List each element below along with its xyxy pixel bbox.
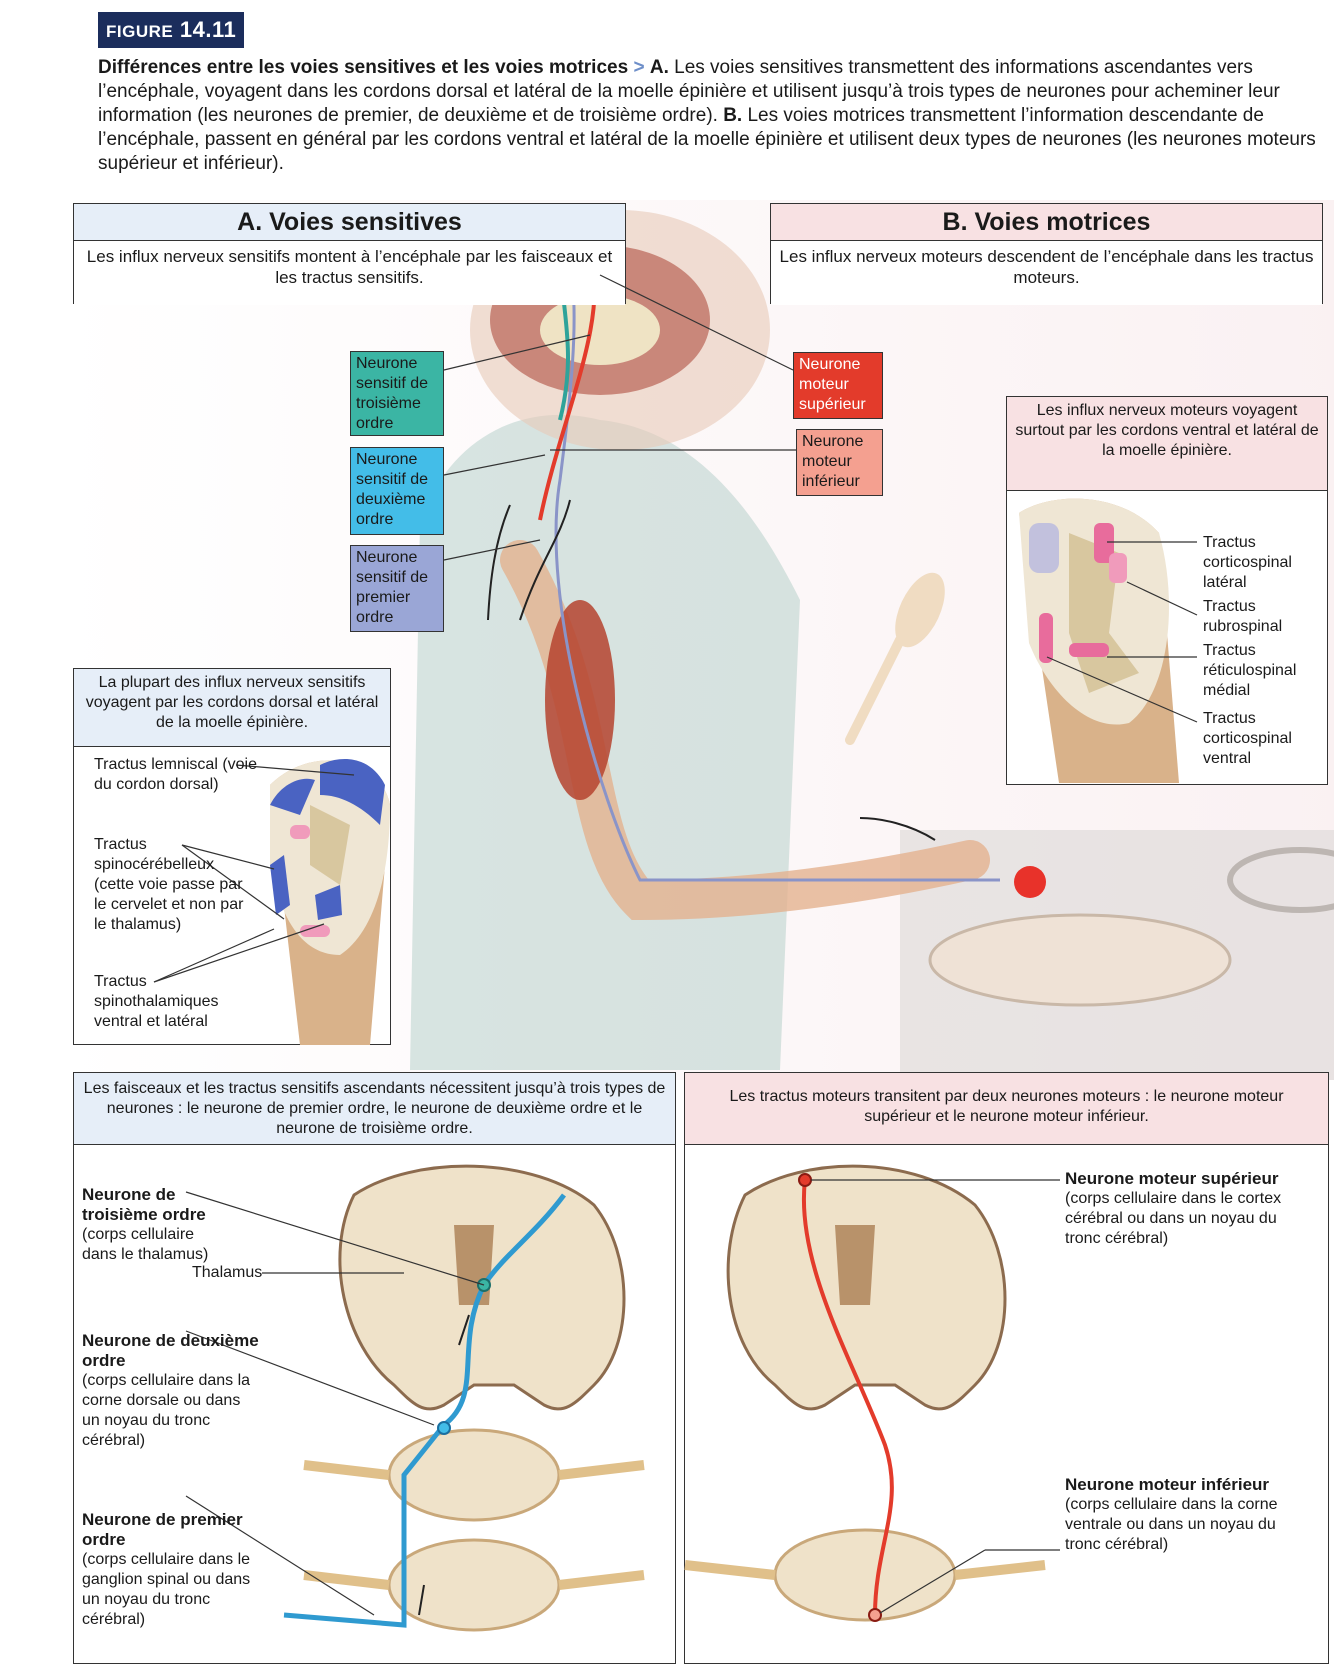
sensory-cord-note: La plupart des influx nerveux sensitifs …: [74, 669, 390, 747]
second-order-detail: (corps cellulaire dans la corne dorsale …: [82, 1372, 251, 1449]
thalamus-label: Thalamus: [192, 1264, 263, 1281]
sensory-pathway-illustration: [185, 1164, 645, 1632]
spinal-cord-lower-icon: [387, 1538, 561, 1632]
upper-motor-title: Neurone moteur supérieur: [1065, 1169, 1279, 1188]
caption-a-text: Les voies sensitives transmettent des in…: [98, 57, 1280, 126]
sensory-pathway-note: Les faisceaux et les tractus sensitifs a…: [74, 1073, 675, 1145]
sensory-second-order-label: Neurone de deuxième ordre (corps cellula…: [82, 1331, 262, 1451]
motor-pathway-illustration: [684, 1164, 1060, 1622]
spinal-cord-upper-icon: [387, 1428, 561, 1522]
second-order-title: Neurone de deuxième ordre: [82, 1331, 259, 1370]
sensory-third-order-label: Neurone de troisième ordre (corps cellul…: [82, 1185, 232, 1265]
lower-motor-title: Neurone moteur inférieur: [1065, 1475, 1270, 1494]
motor-spinal-cord-icon: [773, 1528, 957, 1622]
sensory-subtitle: Les influx nerveux sensitifs montent à l…: [74, 241, 625, 305]
sensory-cord-panel: La plupart des influx nerveux sensitifs …: [73, 668, 391, 1045]
motor-pathway-panel: Les tractus moteurs transitent par deux …: [684, 1072, 1329, 1664]
pan-icon: [928, 913, 1232, 1007]
third-order-title: Neurone de troisième ordre: [82, 1185, 206, 1224]
figure-badge: FIGURE 14.11: [98, 12, 245, 48]
figure-badge-prefix: FIGURE: [106, 22, 174, 41]
caption-title: Différences entre les voies sensitives e…: [98, 57, 629, 78]
motor-cord-note: Les influx nerveux moteurs voyagent surt…: [1007, 397, 1327, 491]
upper-motor-detail: (corps cellulaire dans le cortex cérébra…: [1065, 1190, 1282, 1247]
tract-spinocerebellar: Tractus spinocérébelleux (cette voie pas…: [94, 836, 244, 933]
third-order-detail: (corps cellulaire dans le thalamus): [82, 1226, 209, 1263]
motor-upper-label: Neurone moteur supérieur (corps cellulai…: [1065, 1169, 1315, 1249]
motor-neuron-lower: Neurone moteur inférieur: [796, 429, 883, 496]
motor-cord-panel: Les influx nerveux moteurs voyagent surt…: [1006, 396, 1328, 785]
caption-arrow-icon: >: [633, 57, 645, 78]
figure-caption: Différences entre les voies sensitives e…: [98, 56, 1328, 176]
tract-spinothalamic: Tractus spinothalamiques ventral et laté…: [94, 973, 219, 1030]
motor-title: B. Voies motrices: [771, 204, 1322, 241]
tract-rubrospinal: Tractus rubrospinal: [1203, 598, 1283, 635]
motor-tract-leader-lines: [1046, 541, 1198, 723]
caption-a-letter: A.: [649, 57, 669, 78]
caption-b-letter: B.: [723, 105, 743, 126]
spoon-icon: [895, 572, 945, 648]
tract-lemniscal: Tractus lemniscal (voie du cordon dorsal…: [94, 756, 258, 793]
motor-header: B. Voies motrices Les influx nerveux mot…: [770, 203, 1323, 305]
tract-reticulospinal-medial: Tractus réticulospinal médial: [1203, 642, 1297, 699]
lower-motor-detail: (corps cellulaire dans la corne ventrale…: [1065, 1496, 1278, 1553]
first-order-title: Neurone de premier ordre: [82, 1510, 243, 1549]
caption-b-text: Les voies motrices transmettent l’inform…: [98, 105, 1316, 174]
figure-badge-number: 14.11: [179, 17, 237, 42]
motor-lower-label: Neurone moteur inférieur (corps cellulai…: [1065, 1475, 1315, 1555]
sensory-header: A. Voies sensitives Les influx nerveux s…: [73, 203, 626, 305]
sensory-first-order-label: Neurone de premier ordre (corps cellulai…: [82, 1510, 272, 1630]
sensory-tract-leader-lines: [153, 764, 355, 983]
tract-corticospinal-lateral: Tractus corticospinal latéral: [1203, 534, 1292, 591]
sensory-title: A. Voies sensitives: [74, 204, 625, 241]
first-order-detail: (corps cellulaire dans le ganglion spina…: [82, 1551, 251, 1628]
sensory-neuron-third-order: Neurone sensitif de troisième ordre: [350, 351, 444, 436]
motor-spinal-cord-section: [1019, 498, 1179, 783]
heat-spot-icon: [1014, 866, 1046, 898]
tract-corticospinal-ventral: Tractus corticospinal ventral: [1203, 710, 1292, 767]
sensory-neuron-second-order: Neurone sensitif de deuxième ordre: [350, 447, 444, 535]
motor-subtitle: Les influx nerveux moteurs descendent de…: [771, 241, 1322, 305]
motor-pathway-note: Les tractus moteurs transitent par deux …: [685, 1073, 1328, 1145]
motor-neuron-upper: Neurone moteur supérieur: [793, 352, 883, 419]
sensory-neuron-first-order: Neurone sensitif de premier ordre: [350, 545, 444, 632]
sensory-pathway-panel: Les faisceaux et les tractus sensitifs a…: [73, 1072, 676, 1664]
sensory-spinal-cord-section: [270, 759, 390, 1045]
